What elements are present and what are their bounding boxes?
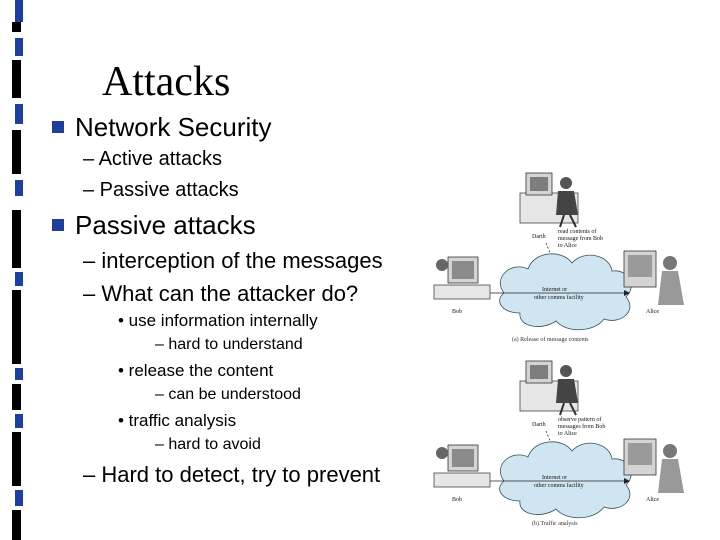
slide-title: Attacks [102,59,231,105]
darth-note-line1: observe pattern of [558,416,601,423]
panel-release-of-contents: Darth read contents of message from Bob … [433,172,684,343]
bullet-network-security: Network Security [75,112,272,142]
closing-line: – Hard to detect, try to prevent [83,462,381,487]
darth-note-line1: read contents of [558,228,596,235]
alice-label: Alice [646,309,659,315]
bob-computer-icon [433,444,491,488]
darth-note-line3: to Alice [558,431,577,437]
caption-traffic: (b) Traffic analysis [532,520,578,527]
cloud-label-line1: Internet or [542,475,567,481]
cloud-shape [499,441,632,519]
bullet-square-icon [52,219,64,231]
darth-note-line2: messages from Bob [558,423,605,430]
alice-computer-icon [623,438,684,493]
darth-label: Darth [532,234,546,240]
bob-label: Bob [452,497,462,503]
cloud-label-line2: other comms facility [534,294,584,301]
darth-computer-icon [519,172,579,228]
decorative-strip [0,0,26,540]
caption-release: (a) Release of message contents [512,336,589,343]
alice-label: Alice [646,497,659,503]
item-hard-to-understand: – hard to understand [155,336,303,353]
sub-interception: – interception of the messages [83,248,383,273]
cloud-label-line2: other comms facility [534,482,584,489]
cloud-label-line1: Internet or [542,287,567,293]
sub-active-attacks: – Active attacks [83,148,222,170]
item-traffic-analysis: • traffic analysis [118,411,237,430]
bullet-passive-attacks: Passive attacks [75,210,256,240]
sub-what-can-attacker-do: – What can the attacker do? [83,281,359,306]
alice-computer-icon [623,250,684,305]
cloud-shape [499,253,632,331]
darth-computer-icon [519,360,579,416]
item-hard-to-avoid: – hard to avoid [155,436,261,453]
bob-label: Bob [452,309,462,315]
passive-attack-figure: Darth read contents of message from Bob … [433,172,684,527]
bullet-square-icon [52,121,64,133]
panel-traffic-analysis: Darth observe pattern of messages from B… [433,360,684,527]
darth-label: Darth [532,422,546,428]
item-can-be-understood: – can be understood [155,386,301,403]
bob-computer-icon [433,256,491,300]
item-use-information: • use information internally [118,311,318,330]
darth-note-line2: message from Bob [558,235,603,242]
darth-note-line3: to Alice [558,243,577,249]
sub-passive-attacks: – Passive attacks [83,179,239,201]
item-release-content: • release the content [118,361,274,380]
